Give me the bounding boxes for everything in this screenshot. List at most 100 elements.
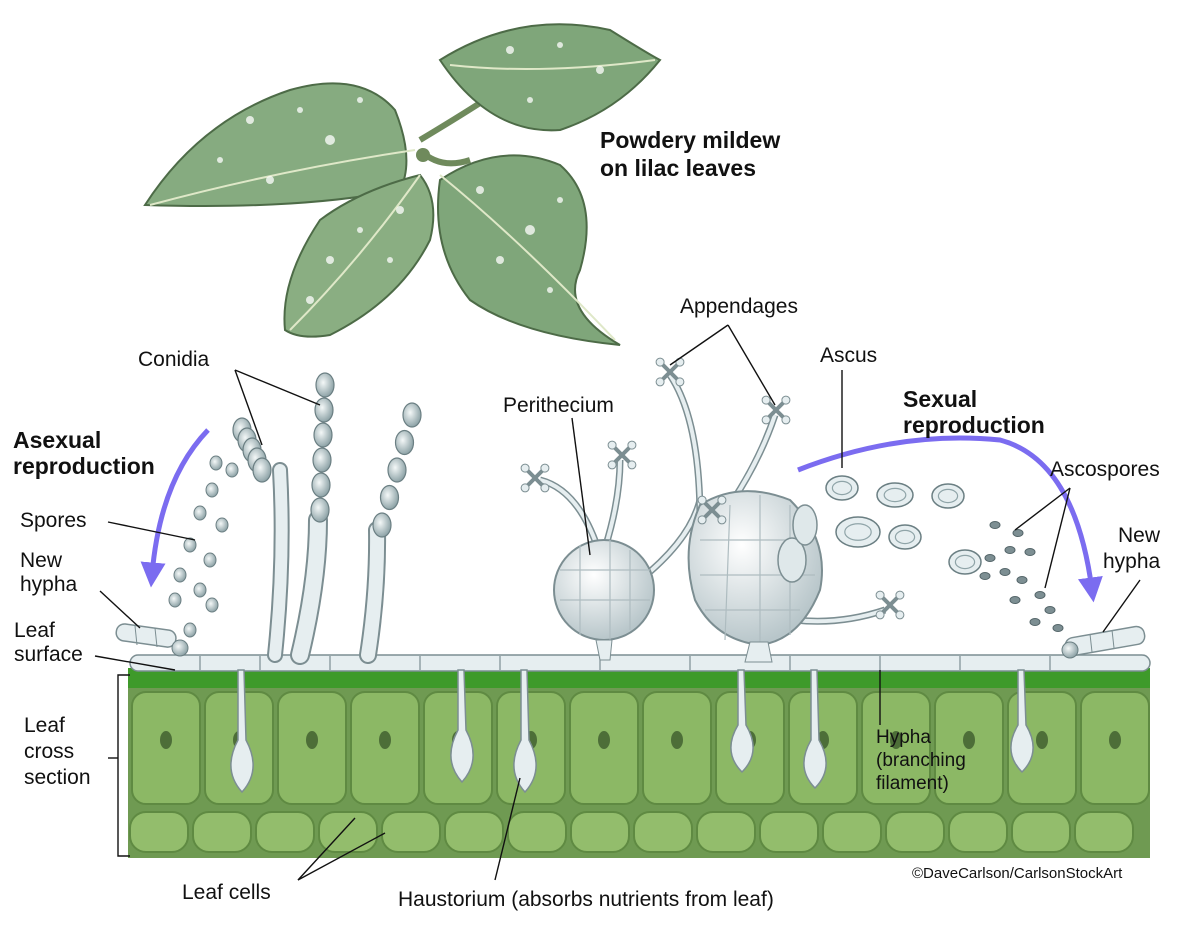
sexual-heading-line-1: Sexual <box>903 386 977 412</box>
appendage-hook <box>607 460 617 470</box>
ascospore <box>979 572 991 580</box>
conidium <box>311 472 331 498</box>
appendage-tip <box>607 440 637 470</box>
appendage-tip <box>655 357 685 387</box>
spore <box>193 505 207 521</box>
title-line-2: on lilac leaves <box>600 155 756 181</box>
spongy-cell <box>633 811 693 853</box>
spongy-cell <box>444 811 504 853</box>
cell-nucleus <box>1109 731 1121 749</box>
appendages-label: Appendages <box>680 295 798 318</box>
cell-nucleus <box>963 731 975 749</box>
spongy-cell <box>1074 811 1134 853</box>
conidium <box>313 422 333 448</box>
ascus-wall <box>835 516 881 548</box>
conidia-chains <box>232 372 422 538</box>
ascus <box>948 549 982 575</box>
spongy-cell <box>822 811 882 853</box>
spore <box>225 462 239 478</box>
appendage-hook <box>697 515 707 525</box>
appendage-hook <box>875 590 885 600</box>
cell-nucleus <box>306 731 318 749</box>
ascospore <box>1016 576 1028 584</box>
spongy-cell <box>129 811 189 853</box>
ascus-inner <box>831 480 853 496</box>
ascospores-label: Ascospores <box>1050 458 1160 481</box>
appendage-hook <box>675 377 685 387</box>
appendage-hook <box>781 395 791 405</box>
spongy-cell <box>948 811 1008 853</box>
ascospore <box>1024 548 1036 556</box>
cell-nucleus <box>160 731 172 749</box>
cell-nucleus <box>379 731 391 749</box>
ascospore <box>1009 596 1021 604</box>
conidium <box>379 484 400 511</box>
appendage-hook <box>717 515 727 525</box>
hypha-label-2: (branching <box>876 750 966 771</box>
cell-nucleus <box>598 731 610 749</box>
appendage-hook <box>540 483 550 493</box>
leaf-cross-label-2: cross <box>24 740 74 763</box>
ascus-inner <box>883 487 907 503</box>
conidium <box>372 512 392 538</box>
spongy-cell <box>759 811 819 853</box>
ascus-inner <box>954 554 976 570</box>
ascospore <box>999 568 1011 576</box>
hypha-label-1: Hypha <box>876 727 931 748</box>
spores-label: Spores <box>20 509 87 532</box>
conidiophores <box>232 372 422 665</box>
ascospore <box>1052 624 1064 632</box>
ascospore <box>989 521 1001 529</box>
appendage-hook <box>895 610 905 620</box>
appendage-hook <box>520 463 530 473</box>
ascus-wall <box>948 549 982 575</box>
spore <box>209 455 223 471</box>
spongy-cell <box>696 811 756 853</box>
title-line-1: Powdery mildew <box>600 127 780 153</box>
appendage-hook <box>697 495 707 505</box>
leaf-cross-label-3: section <box>24 766 91 789</box>
ascus <box>931 483 965 509</box>
spongy-cell <box>318 811 378 853</box>
spongy-cells <box>129 811 1134 853</box>
perithecium-label: Perithecium <box>503 394 614 417</box>
ascus <box>825 475 859 501</box>
cell-nucleus <box>671 731 683 749</box>
ascus-inner <box>894 529 916 545</box>
spores-cluster <box>168 455 239 638</box>
leaf-surface-label-2: surface <box>14 643 83 666</box>
new-hypha-right-label-2: hypha <box>1103 550 1161 573</box>
conidia-label: Conidia <box>138 348 210 371</box>
appendage-hook <box>520 483 530 493</box>
ascus-wall <box>888 524 922 550</box>
appendage-hook <box>875 610 885 620</box>
ascus <box>876 482 914 508</box>
spongy-cell <box>1011 811 1071 853</box>
spore <box>193 582 207 598</box>
appendage-hook <box>540 463 550 473</box>
leaf-cross-label-1: Leaf <box>24 714 65 737</box>
sexual-heading-line-2: reproduction <box>903 412 1045 438</box>
spongy-cell <box>885 811 945 853</box>
new-hypha-right-label-1: New <box>1118 524 1161 547</box>
label-leader-lines <box>94 324 1141 881</box>
new-hypha-left-label-1: New <box>20 549 63 572</box>
appendage-hook <box>607 440 617 450</box>
ascus-label: Ascus <box>820 344 877 367</box>
appendage-hook <box>761 395 771 405</box>
spore <box>173 567 187 583</box>
conidium <box>310 497 330 523</box>
appendage-tip <box>761 395 791 425</box>
ascus-wall <box>931 483 965 509</box>
appendage-hook <box>655 357 665 367</box>
spongy-cell <box>570 811 630 853</box>
hypha-label-3: filament) <box>876 773 949 794</box>
conidium <box>387 457 407 483</box>
ascus <box>888 524 922 550</box>
perithecia <box>520 357 905 663</box>
spore <box>183 622 197 638</box>
new-hypha-left <box>115 623 189 657</box>
leaf-cross-section <box>128 668 1150 858</box>
spore <box>203 552 217 568</box>
